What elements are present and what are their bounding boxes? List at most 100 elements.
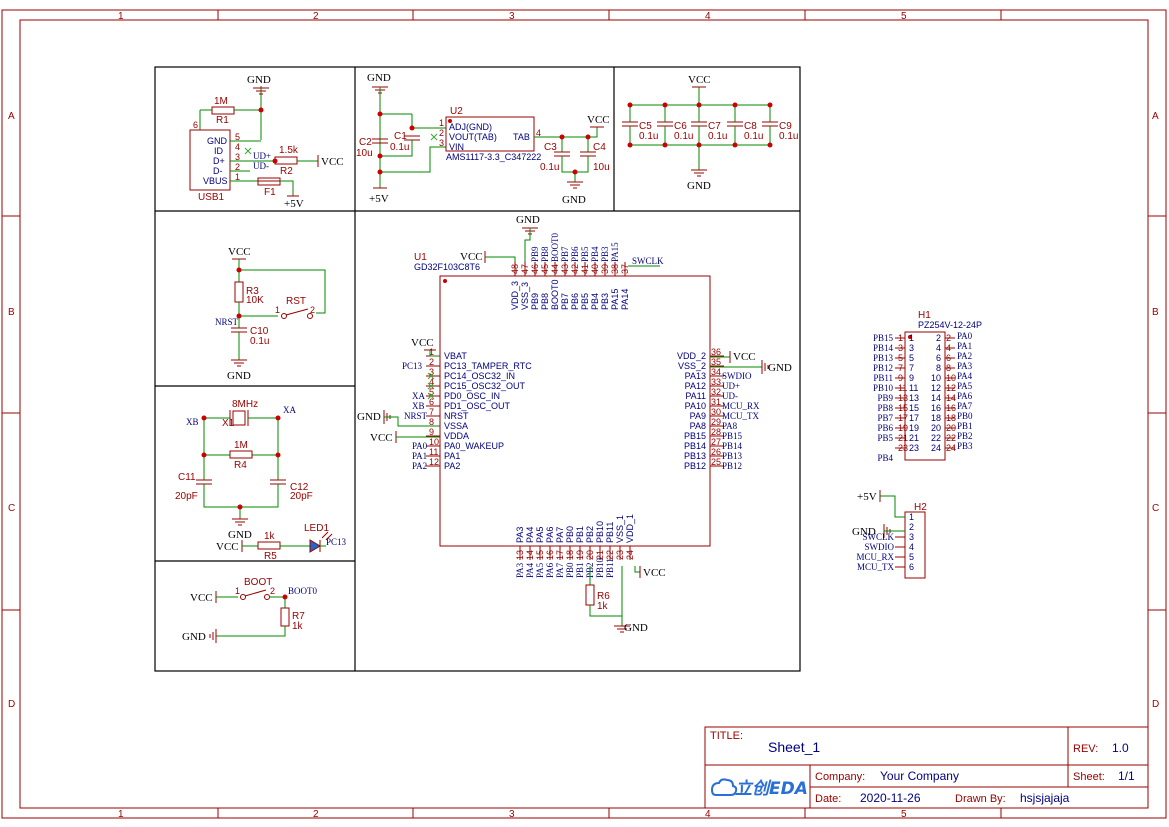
net-pc13: PC13 <box>326 537 347 547</box>
rst-ref: RST <box>286 296 306 307</box>
net-label: BOOT0 <box>550 233 560 262</box>
pin-number: 23 <box>898 443 908 453</box>
pin-number: 3 <box>429 367 434 377</box>
r1-value: 1M <box>214 96 228 107</box>
row-label: A <box>8 111 15 122</box>
sheet-label: Sheet: <box>1073 771 1105 783</box>
net-label: UD- <box>722 391 738 401</box>
vcc-label: VCC <box>321 156 344 168</box>
x1-ref: X1 <box>222 418 235 429</box>
r5-resistor <box>257 541 281 550</box>
mcu-pin-label: PB8 <box>540 293 550 310</box>
net-label: PA0 <box>957 331 973 341</box>
capacitor-ref: C7 <box>708 121 721 132</box>
net-label: PA8 <box>722 421 738 431</box>
h1-ref: H1 <box>918 310 931 321</box>
pin-number: 14 <box>525 550 535 560</box>
net-label: PA7 <box>555 562 565 578</box>
pin-number: 2 <box>270 586 275 596</box>
vcc-label: VCC <box>370 432 393 444</box>
header-pin: 21 <box>909 433 919 443</box>
mcu-pin-label: PB14 <box>684 441 706 451</box>
sheet-title: Sheet_1 <box>768 739 820 755</box>
mcu-pin-label: PA9 <box>690 411 706 421</box>
p5v-label: +5V <box>857 491 877 503</box>
gnd-label: GND <box>562 194 586 206</box>
header-pin: 19 <box>909 423 919 433</box>
net-label: PB7 <box>560 246 570 262</box>
r2-ref: R2 <box>280 166 293 177</box>
title-block: TITLE: Sheet_1 REV: 1.0 立创EDA Company: Y… <box>704 726 1149 809</box>
net-label: PA6 <box>545 562 555 578</box>
column-label: 2 <box>313 809 319 820</box>
r1-resistor <box>211 106 235 115</box>
net-label: PA7 <box>957 401 973 411</box>
pin-number: 35 <box>711 357 721 367</box>
mcu-pin-label: PA4 <box>525 527 535 543</box>
mcu-pin-label: NRST <box>444 411 469 421</box>
column-label: 3 <box>509 809 515 820</box>
pin-number: 11 <box>898 383 907 393</box>
pin-number: 2 <box>946 333 951 343</box>
net-label: SWDIO <box>722 371 752 381</box>
header-pin: 23 <box>909 443 919 453</box>
column-label: 4 <box>705 11 711 22</box>
net-label: PA4 <box>957 371 973 381</box>
net-label: NRST <box>404 411 428 421</box>
c12-ref: C12 <box>290 482 309 493</box>
mcu-pin-label: VSS_1 <box>615 515 625 543</box>
net-label: PA5 <box>535 562 545 578</box>
column-label: 2 <box>313 11 319 22</box>
pin-number: 5 <box>898 353 903 363</box>
gnd-label: GND <box>367 72 391 84</box>
pin-number: 1 <box>275 305 280 315</box>
boot-section: BOOT VCC 1 2 BOOT0 R7 1k GND <box>182 577 317 643</box>
p5v-label: +5V <box>369 193 389 205</box>
u1-ref: U1 <box>414 252 427 263</box>
pin-number: 21 <box>595 550 605 560</box>
header-pin: 6 <box>909 562 914 572</box>
header-pin: 14 <box>931 393 941 403</box>
net-label: PB13 <box>873 353 894 363</box>
mcu-pin-label: PB9 <box>530 293 540 310</box>
c10-value: 0.1u <box>250 336 269 347</box>
net-label: PC13 <box>402 361 423 371</box>
mcu-pin-label: VSSA <box>444 421 468 431</box>
pin-number: 1 <box>439 118 444 128</box>
net-label: PB0 <box>565 562 575 578</box>
pin-number: 34 <box>711 367 721 377</box>
pin-number: 9 <box>898 373 903 383</box>
pin-number: 36 <box>711 347 721 357</box>
pin-number: 8 <box>946 363 951 373</box>
pin-number: 6 <box>946 353 951 363</box>
ldo-pin: VIN <box>449 142 464 152</box>
pin-number: 45 <box>540 264 550 274</box>
header-pin: 11 <box>909 383 918 393</box>
mcu-pin-label: VDD_1 <box>625 514 635 543</box>
header-pin: 3 <box>909 532 914 542</box>
mcu-pin-label: PD1_OSC_OUT <box>444 401 511 411</box>
row-label: B <box>1152 307 1159 318</box>
pin-number: 5 <box>235 132 240 142</box>
column-label: 1 <box>118 809 124 820</box>
row-label: C <box>1152 503 1159 514</box>
gnd-label: GND <box>687 180 711 192</box>
header-pin: 6 <box>936 353 941 363</box>
vcc-label: VCC <box>228 246 251 258</box>
pin-number: 41 <box>580 264 590 274</box>
gnd-label: GND <box>768 362 792 374</box>
header-pin: 9 <box>909 373 914 383</box>
mcu-pin-label: PA13 <box>685 371 706 381</box>
ldo-regulator <box>445 116 535 152</box>
net-label: SWCLK <box>863 532 895 542</box>
c3-value: 0.1u <box>540 162 559 173</box>
pin-number: 30 <box>711 407 721 417</box>
capacitor-value: 0.1u <box>674 131 693 142</box>
mcu-pin-label: PB13 <box>684 451 706 461</box>
pin-number: 19 <box>575 550 585 560</box>
usb-connector <box>189 129 231 191</box>
header-pin: 2 <box>909 522 914 532</box>
net-label: XB <box>412 401 425 411</box>
